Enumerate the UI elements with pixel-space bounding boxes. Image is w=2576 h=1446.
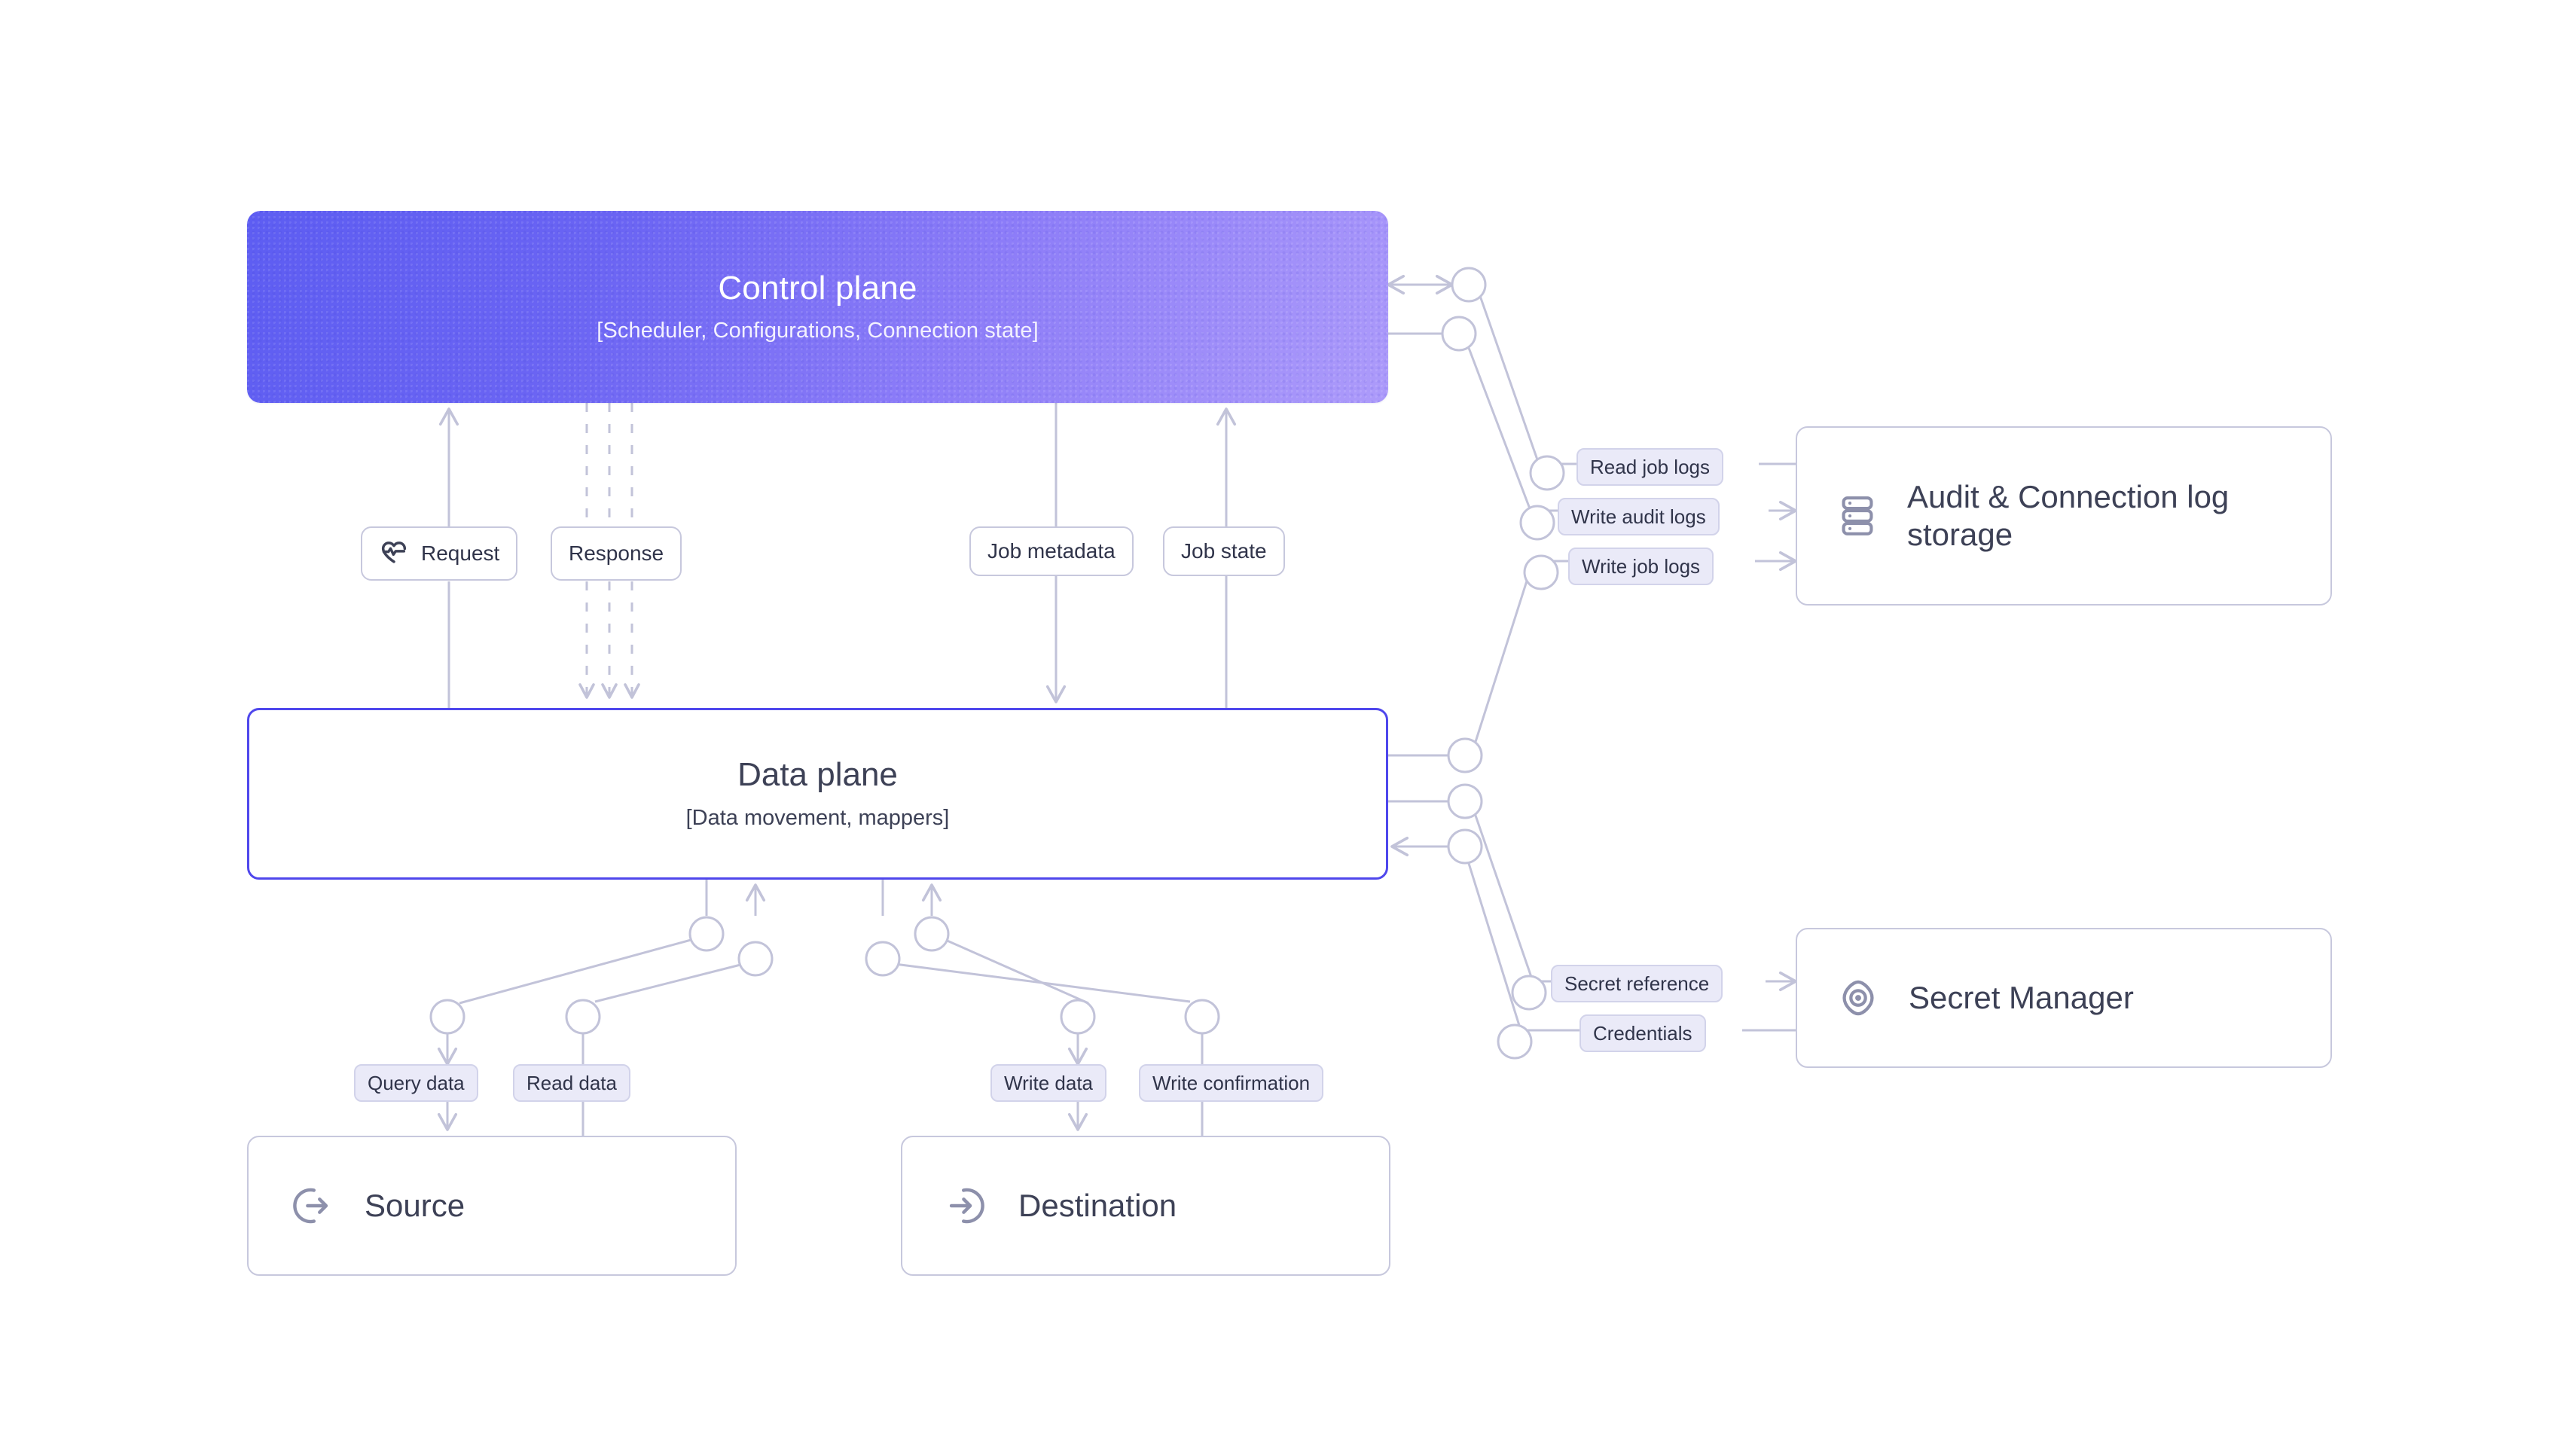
edge-label-response[interactable]: Response (551, 526, 682, 581)
data-plane-box[interactable]: Data plane [Data movement, mappers] (247, 708, 1388, 880)
connector-dot (914, 916, 950, 952)
secret-manager-label: Secret Manager (1909, 979, 2134, 1015)
connector-dot (1447, 737, 1483, 773)
edge-label-request-text: Request (421, 541, 500, 565)
audit-log-storage-node[interactable]: Audit & Connection log storage (1796, 426, 2332, 606)
log-out-icon (291, 1185, 333, 1227)
edge-label-read-job-logs-text: Read job logs (1590, 455, 1710, 478)
edge-label-query-data[interactable]: Query data (354, 1064, 478, 1102)
edge-label-read-data[interactable]: Read data (513, 1064, 630, 1102)
edge-label-read-job-logs[interactable]: Read job logs (1576, 448, 1723, 486)
edge-label-write-confirmation-text: Write confirmation (1152, 1071, 1311, 1094)
edge-label-job-state-text: Job state (1181, 539, 1267, 563)
connector-dot (688, 916, 725, 952)
connector-dot (1497, 1023, 1533, 1060)
edge-label-write-job-logs[interactable]: Write job logs (1568, 548, 1714, 585)
data-plane-subtitle: [Data movement, mappers] (685, 805, 950, 830)
server-icon (1838, 494, 1877, 538)
eye-target-icon (1838, 978, 1879, 1018)
connector-dot (1441, 316, 1477, 352)
control-plane-title: Control plane (718, 269, 917, 307)
connector-dot (1060, 999, 1096, 1035)
destination-node[interactable]: Destination (901, 1136, 1390, 1276)
connector-dot (1523, 554, 1559, 590)
connector-dot (1184, 999, 1220, 1035)
connector-dot (1451, 267, 1487, 303)
connector-dot (1447, 828, 1483, 865)
edge-label-write-job-logs-text: Write job logs (1582, 554, 1701, 578)
connector-dot (1529, 455, 1565, 491)
edge-label-write-audit-logs-text: Write audit logs (1571, 505, 1706, 528)
connector-dot (1519, 505, 1555, 541)
edge-label-credentials-text: Credentials (1593, 1021, 1692, 1045)
heart-pulse-icon (379, 539, 409, 568)
source-node[interactable]: Source (247, 1136, 737, 1276)
edge-label-job-metadata-text: Job metadata (987, 539, 1116, 563)
edge-label-credentials[interactable]: Credentials (1579, 1014, 1706, 1052)
connector-dot (1447, 783, 1483, 819)
control-plane-box[interactable]: Control plane [Scheduler, Configurations… (247, 211, 1388, 403)
edge-label-job-state[interactable]: Job state (1163, 526, 1285, 576)
edge-label-secret-reference-text: Secret reference (1564, 972, 1710, 995)
edge-label-read-data-text: Read data (526, 1071, 617, 1094)
edge-label-response-text: Response (569, 541, 664, 565)
data-plane-title: Data plane (737, 756, 898, 794)
edge-label-query-data-text: Query data (368, 1071, 465, 1094)
secret-manager-node[interactable]: Secret Manager (1796, 928, 2332, 1068)
edge-label-write-data-text: Write data (1004, 1071, 1094, 1094)
audit-log-storage-label: Audit & Connection log storage (1907, 478, 2230, 552)
destination-label: Destination (1018, 1187, 1177, 1223)
control-plane-subtitle: [Scheduler, Configurations, Connection s… (597, 319, 1039, 343)
edge-label-secret-reference[interactable]: Secret reference (1551, 965, 1723, 1002)
edge-label-write-confirmation[interactable]: Write confirmation (1139, 1064, 1324, 1102)
connector-dot (865, 941, 901, 977)
edge-label-job-metadata[interactable]: Job metadata (969, 526, 1134, 576)
edge-label-request[interactable]: Request (361, 526, 518, 581)
source-label: Source (365, 1187, 465, 1223)
edge-label-write-data[interactable]: Write data (990, 1064, 1107, 1102)
log-in-icon (945, 1185, 987, 1227)
connector-dot (1511, 975, 1547, 1011)
edge-label-write-audit-logs[interactable]: Write audit logs (1558, 498, 1720, 535)
connector-dot (737, 941, 774, 977)
connector-dot (429, 999, 465, 1035)
connector-dot (565, 999, 601, 1035)
